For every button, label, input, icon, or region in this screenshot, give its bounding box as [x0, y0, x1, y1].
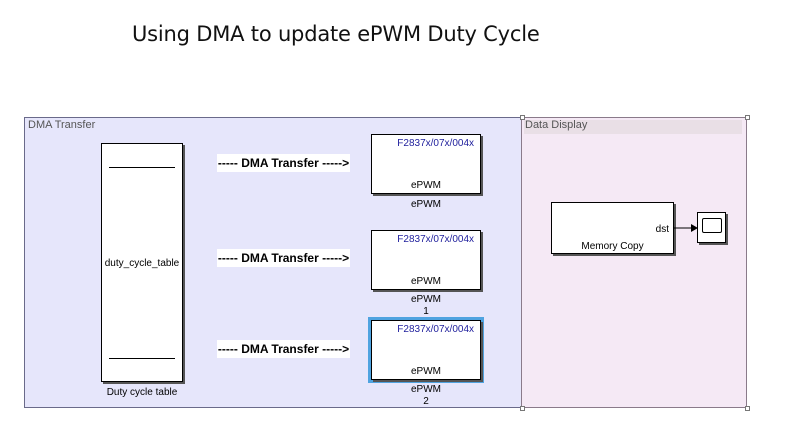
memory-copy-label: Memory Copy [581, 241, 644, 252]
dma-transfer-label-0: ----- DMA Transfer -----> [217, 154, 350, 172]
epwm1-caption: ePWM [411, 294, 441, 305]
epwm-inner-label: ePWM [411, 180, 441, 191]
signal-line[interactable] [674, 222, 700, 234]
duty-cycle-table-label: duty_cycle_table [104, 258, 180, 269]
epwm2-inner-label: ePWM [411, 366, 441, 377]
table-top-line [109, 167, 175, 168]
epwm-block[interactable]: F2837x/07x/004x ePWM [371, 134, 481, 194]
epwm1-block[interactable]: F2837x/07x/004x ePWM [371, 230, 481, 290]
data-display-area[interactable]: Data Display [521, 117, 747, 408]
scope-block[interactable] [697, 212, 726, 243]
resize-handle-top-left[interactable] [520, 115, 525, 120]
epwm-caption: ePWM [411, 199, 441, 210]
diagram-title: Using DMA to update ePWM Duty Cycle [132, 22, 540, 46]
resize-handle-bottom-right[interactable] [745, 406, 750, 411]
scope-icon [702, 218, 722, 233]
duty-cycle-table-caption: Duty cycle table [106, 387, 178, 398]
resize-handle-bottom-left[interactable] [520, 406, 525, 411]
dst-port-label: dst [655, 224, 669, 235]
duty-cycle-table-block[interactable]: duty_cycle_table [101, 143, 183, 382]
data-display-header [524, 120, 742, 134]
dma-transfer-label-1: ----- DMA Transfer -----> [217, 249, 350, 267]
arrow-head-icon [691, 224, 698, 232]
selection-highlight [368, 317, 484, 383]
epwm1-caption-index: 1 [423, 306, 429, 317]
display-area-label: Data Display [525, 119, 588, 131]
epwm2-chip-label: F2837x/07x/004x [397, 324, 474, 335]
epwm2-caption-index: 2 [423, 396, 429, 407]
epwm-chip-label: F2837x/07x/004x [397, 138, 474, 149]
dma-transfer-label-2: ----- DMA Transfer -----> [217, 340, 350, 358]
resize-handle-top-right[interactable] [745, 115, 750, 120]
epwm1-chip-label: F2837x/07x/004x [397, 234, 474, 245]
epwm2-block[interactable]: F2837x/07x/004x ePWM [371, 320, 481, 380]
dma-area-label: DMA Transfer [28, 119, 96, 131]
epwm2-caption: ePWM [411, 384, 441, 395]
memory-copy-block[interactable]: dst Memory Copy [551, 202, 674, 254]
epwm1-inner-label: ePWM [411, 276, 441, 287]
table-bottom-line [109, 358, 175, 359]
